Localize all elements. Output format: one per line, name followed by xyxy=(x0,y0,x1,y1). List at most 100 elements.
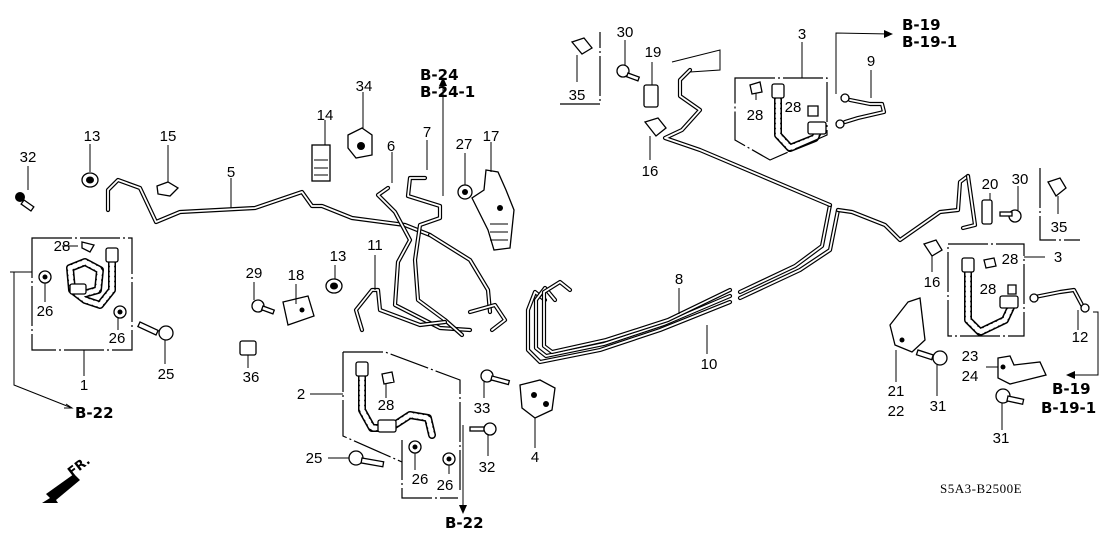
callout-27[interactable]: 27 xyxy=(456,136,473,153)
callout-31-a[interactable]: 31 xyxy=(930,398,947,415)
callout-9[interactable]: 9 xyxy=(867,53,875,70)
callout-30-right[interactable]: 30 xyxy=(1012,171,1029,188)
callout-12[interactable]: 12 xyxy=(1072,329,1089,346)
washer-26-a[interactable] xyxy=(38,270,52,284)
callout-36[interactable]: 36 xyxy=(243,369,260,386)
nut-13-center[interactable] xyxy=(325,278,343,294)
clip-34[interactable] xyxy=(347,127,373,159)
ref-b19-top[interactable]: B-19 xyxy=(902,16,941,34)
callout-26-d[interactable]: 26 xyxy=(437,477,454,494)
brake-hose-1[interactable] xyxy=(66,247,119,309)
callout-3-right[interactable]: 3 xyxy=(1054,249,1062,266)
bolt-32-bottom[interactable] xyxy=(469,422,497,436)
callout-31-b[interactable]: 31 xyxy=(993,430,1010,447)
callout-10[interactable]: 10 xyxy=(701,356,718,373)
proportioning-valve-4[interactable] xyxy=(519,379,556,419)
callout-16-top[interactable]: 16 xyxy=(642,163,659,180)
clip-28-right-a[interactable] xyxy=(983,257,997,269)
callout-21[interactable]: 21 xyxy=(888,383,905,400)
callout-6[interactable]: 6 xyxy=(387,138,395,155)
callout-32-bottom[interactable]: 32 xyxy=(479,459,496,476)
bracket-18[interactable] xyxy=(282,295,315,326)
washer-26-c[interactable] xyxy=(408,440,422,454)
callout-28-top-a[interactable]: 28 xyxy=(747,107,764,124)
callout-13-center[interactable]: 13 xyxy=(330,248,347,265)
clip-28-right-b[interactable] xyxy=(1007,284,1017,295)
clamp-14[interactable] xyxy=(311,144,331,182)
callout-16-right[interactable]: 16 xyxy=(924,274,941,291)
clip-36[interactable] xyxy=(239,340,257,356)
ref-b22-bottom[interactable]: B-22 xyxy=(445,514,484,532)
clip-28-bottom[interactable] xyxy=(381,371,395,385)
bracket-17[interactable] xyxy=(471,169,515,251)
callout-24[interactable]: 24 xyxy=(962,368,979,385)
clip-28-left[interactable] xyxy=(81,241,95,253)
ref-b24[interactable]: B-24 xyxy=(420,66,459,84)
clip-15[interactable] xyxy=(156,181,180,197)
callout-23[interactable]: 23 xyxy=(962,348,979,365)
ref-b22-left[interactable]: B-22 xyxy=(75,404,114,422)
bolt-31-b[interactable] xyxy=(995,388,1025,405)
callout-34[interactable]: 34 xyxy=(356,78,373,95)
callout-32[interactable]: 32 xyxy=(20,149,37,166)
callout-2[interactable]: 2 xyxy=(297,386,305,403)
brake-hose-3-top[interactable] xyxy=(771,83,827,152)
bolt-33[interactable] xyxy=(480,369,511,386)
bracket-23-24[interactable] xyxy=(997,355,1047,385)
flange-bolt-32-left[interactable] xyxy=(15,192,35,212)
callout-5[interactable]: 5 xyxy=(227,164,235,181)
callout-13[interactable]: 13 xyxy=(84,128,101,145)
callout-26-c[interactable]: 26 xyxy=(412,471,429,488)
washer-26-b[interactable] xyxy=(113,305,127,319)
callout-35-top[interactable]: 35 xyxy=(569,87,586,104)
bracket-21-22[interactable] xyxy=(889,297,926,353)
nut-27[interactable] xyxy=(457,184,473,200)
ref-b19-right[interactable]: B-19 xyxy=(1052,380,1091,398)
pipe-5[interactable] xyxy=(105,177,433,238)
brake-hose-2[interactable] xyxy=(355,361,436,439)
pipe-6-7-11-bundle[interactable] xyxy=(353,175,508,338)
nut-13-left[interactable] xyxy=(81,172,99,188)
callout-28-top-b[interactable]: 28 xyxy=(785,99,802,116)
bolt-30-right[interactable] xyxy=(999,209,1022,223)
callout-1[interactable]: 1 xyxy=(80,377,88,394)
callout-25-left[interactable]: 25 xyxy=(158,366,175,383)
callout-3-top[interactable]: 3 xyxy=(798,26,806,43)
bracket-20[interactable] xyxy=(981,199,993,225)
callout-28-right-b[interactable]: 28 xyxy=(980,281,997,298)
callout-11[interactable]: 11 xyxy=(367,237,383,254)
callout-28-bottom[interactable]: 28 xyxy=(378,397,395,414)
callout-8[interactable]: 8 xyxy=(675,271,683,288)
pipe-12[interactable] xyxy=(1029,287,1090,313)
flange-bolt-25-bottom[interactable] xyxy=(348,450,385,468)
pipe-8-10-bundle[interactable] xyxy=(525,202,841,365)
bracket-19[interactable] xyxy=(643,84,659,108)
washer-26-d[interactable] xyxy=(442,452,456,466)
callout-4[interactable]: 4 xyxy=(531,449,539,466)
callout-19[interactable]: 19 xyxy=(645,44,662,61)
clip-28-top-b[interactable] xyxy=(807,105,819,117)
rear-pipe-left[interactable] xyxy=(662,67,833,208)
ref-b19-1-top[interactable]: B-19-1 xyxy=(902,33,957,51)
ref-b19-1-right[interactable]: B-19-1 xyxy=(1041,399,1096,417)
callout-17[interactable]: 17 xyxy=(483,128,500,145)
clip-35-right[interactable] xyxy=(1047,177,1067,197)
callout-35-right[interactable]: 35 xyxy=(1051,219,1068,236)
bolt-30-top[interactable] xyxy=(616,64,641,82)
flange-bolt-25-left[interactable] xyxy=(137,321,174,341)
brake-hose-3-right[interactable] xyxy=(961,257,1019,336)
bolt-29[interactable] xyxy=(251,299,276,315)
clip-16-right[interactable] xyxy=(922,239,943,257)
clip-16-top[interactable] xyxy=(643,117,667,137)
callout-18[interactable]: 18 xyxy=(288,267,305,284)
callout-22[interactable]: 22 xyxy=(888,403,905,420)
bolt-31-a[interactable] xyxy=(915,349,948,366)
clip-28-top-a[interactable] xyxy=(749,81,763,95)
callout-28-right-a[interactable]: 28 xyxy=(1002,251,1019,268)
clip-35-top[interactable] xyxy=(570,37,593,55)
pipe-9[interactable] xyxy=(835,93,887,129)
callout-30-top[interactable]: 30 xyxy=(617,24,634,41)
callout-28-left[interactable]: 28 xyxy=(54,238,71,255)
callout-26-a[interactable]: 26 xyxy=(37,303,54,320)
rear-pipe-right[interactable] xyxy=(835,173,978,243)
